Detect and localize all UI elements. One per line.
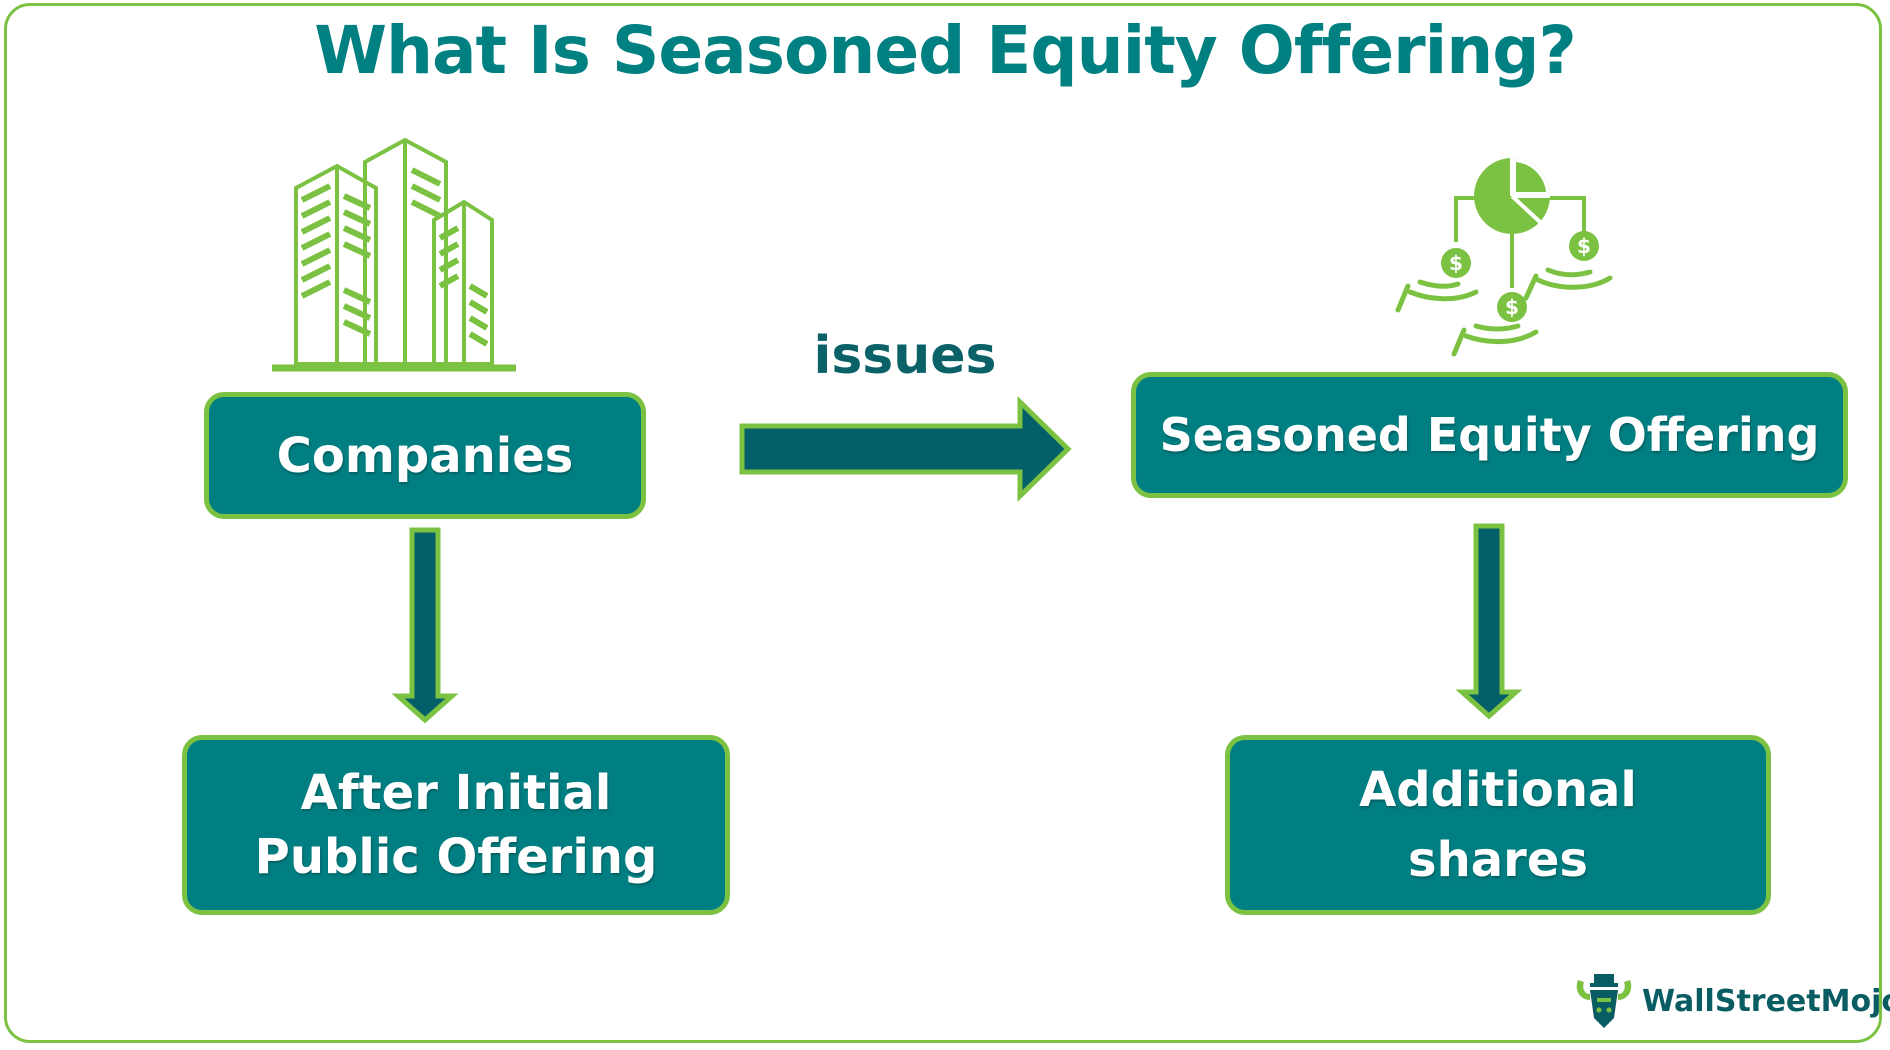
edge-label-issues: issues [813,326,997,386]
node-additional-shares: Additional shares [1225,735,1771,915]
node-additional-line-2: shares [1408,832,1588,888]
diagram-title: What Is Seasoned Equity Offering? [314,12,1577,89]
node-companies-label: Companies [276,427,574,484]
node-after-ipo-line-2: Public Offering [254,829,658,885]
node-seasoned-equity-offering: Seasoned Equity Offering [1131,372,1848,498]
wallstreetmojo-logo: WallStreetMojo [1572,973,1890,1029]
node-seo-label: Seasoned Equity Offering [1159,408,1820,462]
node-after-ipo: After Initial Public Offering [182,735,730,915]
seo-to-additional-arrow [1455,523,1523,720]
svg-text:$: $ [1449,251,1463,275]
node-additional-line-1: Additional [1359,762,1637,818]
companies-to-after-ipo-arrow [391,527,459,724]
svg-text:$: $ [1505,295,1519,319]
wallstreetmojo-bull-icon [1576,974,1632,1028]
issues-arrow [739,396,1072,502]
node-after-ipo-line-1: After Initial [300,765,612,821]
logo-text: WallStreetMojo [1642,983,1890,1019]
svg-text:$: $ [1577,234,1591,258]
node-companies: Companies [204,392,646,519]
